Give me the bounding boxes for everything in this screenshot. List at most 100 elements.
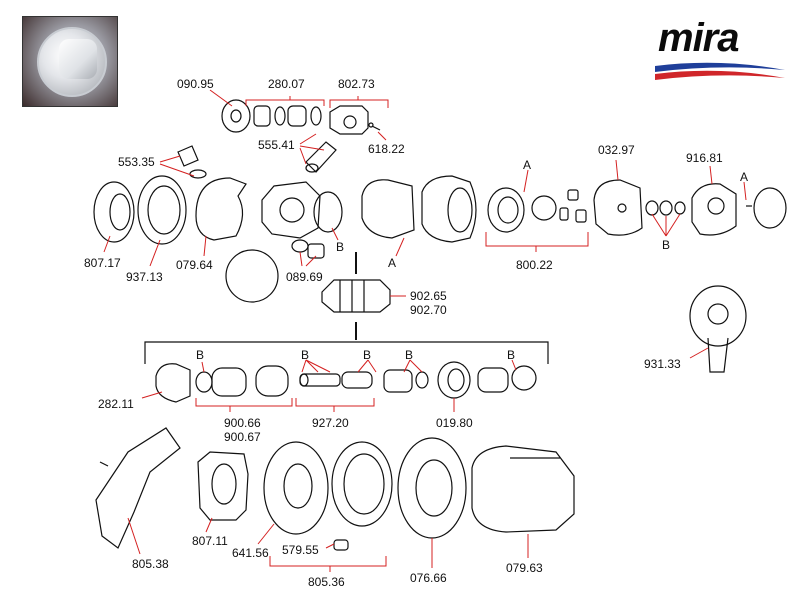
top-row-parts <box>93 99 787 373</box>
part-076-66 <box>397 437 467 539</box>
label-079-63: 079.63 <box>506 561 543 575</box>
leader-802-73 <box>329 99 389 108</box>
callout-b-middle-2: B <box>301 348 310 362</box>
leader-800-22 <box>485 232 589 247</box>
detail-inset <box>225 249 279 303</box>
part-927-20 <box>299 373 341 387</box>
part-032-97 <box>593 179 643 236</box>
label-618-22: 618.22 <box>368 142 405 156</box>
part-019-80 <box>437 361 471 399</box>
part-931-33 <box>689 285 747 347</box>
leader-b-middle-1 <box>201 361 205 373</box>
leader-a-end <box>743 181 747 201</box>
leader-b-middle-4 <box>403 359 423 373</box>
leader-618-22 <box>377 131 387 141</box>
brand-swoosh-red <box>655 70 785 80</box>
leader-090-95 <box>209 89 233 107</box>
callout-a-mid: A <box>388 256 397 270</box>
part-618-22 <box>371 125 381 131</box>
product-thumbnail <box>22 16 118 107</box>
leader-641-56 <box>257 523 275 545</box>
part-280-07 <box>253 105 271 127</box>
part-641-56 <box>263 441 329 535</box>
label-090-95: 090.95 <box>177 77 214 91</box>
leader-b-o-ring <box>331 227 339 241</box>
label-555-41: 555.41 <box>258 138 295 152</box>
label-019-80: 019.80 <box>436 416 473 430</box>
part-805-36 <box>331 441 393 527</box>
label-807-11: 807.11 <box>192 534 228 548</box>
leader-032-97 <box>615 159 619 181</box>
middle-assembly-bracket <box>144 341 549 364</box>
leader-b-middle-5 <box>511 359 517 371</box>
leader-a-mid <box>395 237 405 257</box>
label-916-81: 916.81 <box>686 151 723 165</box>
washer-b <box>645 200 659 216</box>
leader-089-69 <box>299 251 317 267</box>
bottom-row-parts <box>95 427 575 551</box>
label-807-17: 807.17 <box>84 256 121 270</box>
leader-555-41 <box>299 133 325 165</box>
callout-b-o-ring: B <box>336 240 345 254</box>
label-076-66: 076.66 <box>410 571 447 585</box>
part-089-69 <box>291 239 309 253</box>
callout-a-end: A <box>740 170 749 184</box>
label-802-73: 802.73 <box>338 77 375 91</box>
part-800-22 <box>487 187 525 233</box>
label-641-56: 641.56 <box>232 546 269 560</box>
label-927-20: 927.20 <box>312 416 349 430</box>
part-902-65 <box>321 279 391 313</box>
part-807-11 <box>197 451 249 521</box>
leader-b-middle-3 <box>357 359 377 373</box>
callout-a-800: A <box>523 158 532 172</box>
leader-lines <box>103 89 747 572</box>
leader-b-middle-2 <box>301 359 331 373</box>
part-916-81 <box>691 183 737 236</box>
label-805-38: 805.38 <box>132 557 169 571</box>
valve-body <box>261 181 321 239</box>
part-553-35 <box>177 145 199 167</box>
label-805-36: 805.36 <box>308 575 345 589</box>
leader-805-36 <box>269 556 387 567</box>
label-032-97: 032.97 <box>598 143 635 157</box>
part-900-66 <box>211 367 247 397</box>
label-900-66: 900.66 <box>224 416 261 430</box>
brand-logo: mira <box>658 16 739 60</box>
leader-553-35 <box>159 155 195 177</box>
callout-b-middle-5: B <box>507 348 516 362</box>
leader-805-38 <box>127 517 141 555</box>
control-knob-photo <box>59 39 97 79</box>
leader-280-07 <box>245 99 325 106</box>
middle-row-parts <box>144 341 549 403</box>
leader-a-800 <box>523 169 529 193</box>
brand-swoosh-blue <box>655 62 785 72</box>
label-902-70: 902.70 <box>410 303 447 317</box>
mid-body <box>361 179 415 239</box>
label-902-65: 902.65 <box>410 289 447 303</box>
leader-807-17 <box>103 235 111 253</box>
leader-927-20 <box>295 398 375 407</box>
label-937-13: 937.13 <box>126 270 163 284</box>
part-282-11 <box>155 363 191 403</box>
part-802-73 <box>329 105 369 135</box>
label-931-33: 931.33 <box>644 357 681 371</box>
end-cap <box>753 187 787 229</box>
callout-b-middle-4: B <box>405 348 414 362</box>
leader-b-washers <box>651 213 681 237</box>
label-900-67: 900.67 <box>224 430 261 444</box>
cone-shroud <box>421 175 477 243</box>
label-089-69: 089.69 <box>286 270 323 284</box>
label-282-11: 282.11 <box>98 397 134 411</box>
callout-b-middle-3: B <box>363 348 372 362</box>
leader-807-11 <box>205 517 213 533</box>
leader-937-13 <box>149 239 161 267</box>
leader-079-64 <box>203 235 207 257</box>
label-579-55: 579.55 <box>282 543 319 557</box>
part-090-95 <box>221 99 251 133</box>
leader-916-81 <box>709 165 713 185</box>
part-807-17 <box>93 181 135 243</box>
leader-579-55 <box>325 543 335 549</box>
callout-b-washers: B <box>662 238 671 252</box>
leader-931-33 <box>689 347 709 359</box>
